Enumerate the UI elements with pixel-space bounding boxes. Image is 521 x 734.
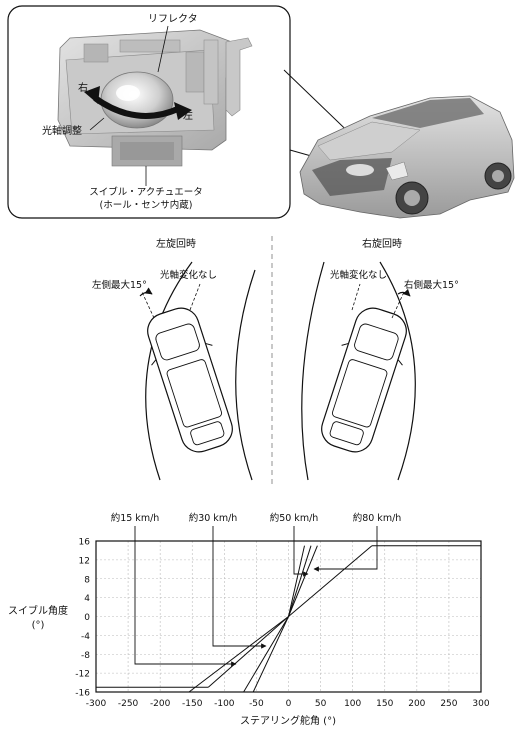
series-line-3 [188, 545, 373, 693]
actuator-label-1: スイブル・アクチュエータ [89, 186, 203, 198]
y-tick-label: 12 [79, 556, 90, 566]
speed-annotation-leader [212, 526, 267, 649]
turn-figure: 左旋回時 右旋回時 左側最大15° 光軸変化なし [92, 236, 459, 488]
x-tick-label: -200 [150, 699, 171, 709]
y-tick-label: -16 [75, 689, 90, 699]
left-beam-swivel [141, 291, 155, 319]
y-tick-label: -12 [75, 670, 90, 680]
right-beam-fixed [351, 283, 361, 311]
arrow-left-label: 左 [183, 109, 193, 122]
chart-annotations: 約15 km/h 約30 km/h 約50 km/h 約80 km/h [111, 512, 402, 667]
x-tick-label: -150 [182, 699, 203, 709]
y-tick-label: -4 [81, 632, 90, 642]
headlamp-unit-illustration [57, 29, 253, 167]
right-road-outer [379, 261, 416, 481]
right-swivel-arrow [397, 288, 411, 297]
y-axis-label-1: スイブル角度 [8, 604, 68, 617]
reflector-leader [157, 25, 169, 73]
arrow-right-label: 右 [78, 81, 88, 94]
left-max-label: 左側最大15° [92, 279, 147, 291]
right-turn-title: 右旋回時 [362, 237, 402, 250]
left-car-top-view [147, 307, 233, 453]
x-tick-label: 100 [344, 699, 361, 709]
x-tick-label: -250 [118, 699, 139, 709]
left-swivel-arrow [139, 287, 153, 297]
speed-annotation-leader [134, 526, 237, 667]
speed-annotation-label: 約30 km/h [189, 512, 238, 524]
x-tick-label: -50 [249, 699, 264, 709]
projector-lens [100, 71, 174, 129]
swivel-arrow [93, 95, 182, 119]
left-road-inner [145, 261, 193, 481]
right-max-label: 右側最大15° [404, 279, 459, 291]
headlamp-figure: 右 左 リフレクタ 光軸調整 スイブル・アクチュエータ (ホール・センサ内蔵) [7, 5, 391, 219]
x-tick-label: 150 [376, 699, 393, 709]
y-tick-label: 0 [84, 613, 90, 623]
speed-annotation-label: 約50 km/h [270, 512, 319, 524]
y-tick-labels: 16 12 8 4 0 -4 -8 -12 -16 [75, 538, 90, 699]
right-road-inner [301, 261, 325, 481]
arrow-head-right-side [84, 86, 100, 104]
arrow-head-left-side [174, 102, 192, 120]
x-tick-labels: -300 -250 -200 -150 -100 -50 0 50 100 150 200 250 30… [86, 699, 490, 709]
chart-frame [95, 540, 482, 693]
left-road-outer [235, 269, 256, 481]
y-axis-label-2: (°) [32, 620, 45, 631]
x-tick-label: 250 [440, 699, 457, 709]
speed-annotation-leader [293, 526, 309, 577]
series-line-1 [243, 545, 312, 693]
x-tick-label: -100 [214, 699, 235, 709]
swivel-angle-chart: 16 12 8 4 0 -4 -8 -12 -16 -300 -250 -200 -150 -100 -5… [8, 512, 490, 727]
actuator-label-2: (ホール・センサ内蔵) [100, 199, 193, 211]
x-tick-label: 50 [315, 699, 327, 709]
speed-annotation-label: 約15 km/h [111, 512, 160, 524]
speed-annotation-label: 約80 km/h [353, 512, 402, 524]
left-no-change-label: 光軸変化なし [160, 269, 217, 281]
reflector-label: リフレクタ [148, 13, 198, 25]
right-car-top-view [321, 307, 407, 453]
x-tick-label: -300 [86, 699, 107, 709]
y-tick-label: 8 [84, 575, 90, 585]
x-tick-label: 300 [472, 699, 489, 709]
x-tick-label: 0 [286, 699, 292, 709]
x-tick-label: 200 [408, 699, 425, 709]
axis-adjust-label: 光軸調整 [42, 124, 82, 137]
y-tick-label: 4 [84, 594, 90, 604]
suv-illustration [299, 95, 515, 219]
y-tick-label: 16 [79, 538, 91, 548]
left-beam-fixed [189, 283, 201, 311]
x-axis-label: ステアリング舵角 (°) [240, 714, 336, 727]
y-tick-label: -8 [81, 651, 90, 661]
speed-annotation-leader [313, 526, 378, 572]
right-no-change-label: 光軸変化なし [330, 269, 387, 281]
axis-adjust-leader [89, 117, 105, 131]
left-turn-title: 左旋回時 [156, 237, 196, 250]
